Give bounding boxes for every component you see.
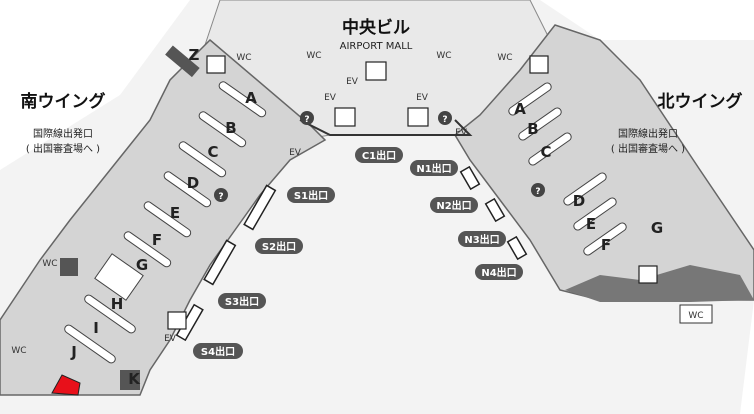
north-wing-title: 北ウイング [658,91,743,112]
ev-label: EV [164,334,177,344]
counter-a-south: A [245,89,257,107]
counter-z: Z [189,46,200,64]
info-icon [531,183,545,197]
south-wing-title: 南ウイング [21,91,106,112]
wc-label: WC [42,259,57,269]
south-counter-bars [64,81,267,364]
counter-k: K [128,370,141,388]
counter-a-north: A [514,100,526,118]
exit-n3: N3出口 [464,233,499,246]
ev-label: EV [324,93,337,103]
exit-n2: N2出口 [436,199,471,212]
svg-text:?: ? [535,187,540,197]
counter-g-north: G [651,219,663,237]
escalator-icon [365,61,387,81]
exit-c1: C1出口 [362,149,396,162]
exit-badge [458,231,506,247]
counter-f-south: F [152,231,162,249]
counter-e-south: E [170,204,180,222]
exit-badges: C1出口 S1出口 S2出口 S3出口 S4出口 N1出口 N2出口 N3出口 … [193,147,523,359]
south-block-z [165,45,200,78]
north-wing-sub1: 国際線出発口 [618,127,678,140]
south-wing-sub2: ( 出国審査場へ ) [26,142,100,155]
counter-i: I [93,319,99,337]
north-wc-box [679,304,713,324]
counter-h: H [111,295,124,313]
ev-label: EV [289,148,302,158]
exit-s4: S4出口 [201,345,235,358]
counter-b-north: B [527,120,538,138]
wc-label: WC [497,53,512,63]
south-block-k [120,370,140,390]
escalator-icons [167,55,658,330]
info-icon [300,111,314,125]
escalator-icon [334,107,356,127]
service-labels: WC WC WC WC WC WC WC EV EV EV EV EV EV [11,51,703,356]
counter-j: J [70,343,77,361]
north-wing-sub2: ( 出国審査場へ ) [611,142,685,155]
svg-text:?: ? [218,192,223,202]
counter-g-south: G [136,256,148,274]
exit-n4: N4出口 [481,266,516,279]
wc-label: WC [306,51,321,61]
ev-label: EV [455,128,468,138]
wc-label: WC [688,311,703,321]
exit-badge [410,160,458,176]
south-block-wc [60,258,78,276]
central-corridor [299,119,473,136]
wc-label: WC [11,346,26,356]
central-title: 中央ビル [342,17,410,38]
exit-s3: S3出口 [225,295,259,308]
exit-badge [193,343,243,359]
exit-n1: N1出口 [416,162,451,175]
counter-d-north: D [573,192,585,210]
counter-f-north: F [601,236,611,254]
counter-d-south: D [187,174,199,192]
escalator-icon [407,107,429,127]
south-counter-letters: Z A B C D E F G H I J K [70,46,257,388]
escalator-icon [206,55,226,74]
exit-s2: S2出口 [262,240,296,253]
counter-c-south: C [207,143,218,161]
escalator-icon [167,311,187,330]
exit-badge [287,187,335,203]
counter-e-north: E [586,215,596,233]
exit-doors [175,165,528,342]
escalator-icon [638,265,658,284]
north-counter-bars [508,82,627,256]
svg-text:?: ? [442,115,447,125]
exit-badge [430,197,478,213]
exit-badge [475,264,523,280]
ev-label: EV [416,93,429,103]
north-counter-letters: A B C D E F G [514,100,663,254]
ev-label: EV [346,77,359,87]
info-markers: ? ? ? ? [214,111,545,202]
exit-s1: S1出口 [294,189,328,202]
exit-badge [355,147,403,163]
exit-badge [255,238,303,254]
north-shop-band [565,265,754,302]
exit-badge [218,293,266,309]
central-subtitle: AIRPORT MALL [340,41,413,52]
wc-label: WC [436,51,451,61]
info-icon [438,111,452,125]
counter-c-north: C [540,143,551,161]
highlight-marker [51,374,81,396]
wc-label: WC [236,53,251,63]
counter-b-south: B [225,119,236,137]
info-icon [214,188,228,202]
svg-text:?: ? [304,115,309,125]
escalator-icon [529,55,549,74]
south-wing-sub1: 国際線出発口 [33,127,93,140]
